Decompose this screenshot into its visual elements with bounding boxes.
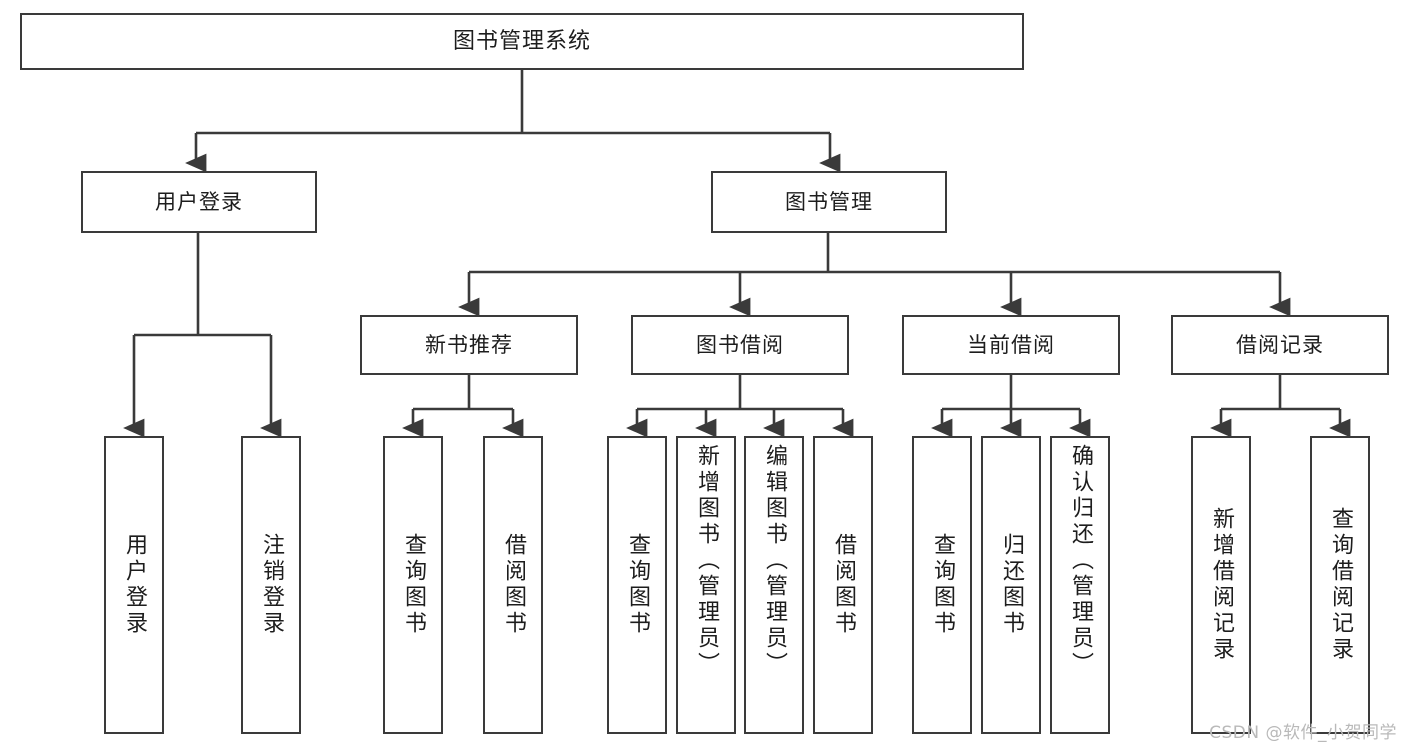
leaf-return-books[interactable]: 归还图书 — [981, 436, 1041, 734]
leaf-borrow-books[interactable]: 借阅图书 — [813, 436, 873, 734]
node-label: 新增借阅记录 — [1209, 507, 1234, 663]
node-label: 查询图书 — [625, 533, 650, 637]
node-root-book-management-system[interactable]: 图书管理系统 — [20, 13, 1024, 70]
node-label: 图书管理 — [785, 189, 873, 214]
node-label: 借阅图书 — [501, 533, 526, 637]
leaf-confirm-return-admin[interactable]: 确认归还（管理员） — [1050, 436, 1110, 734]
node-label: 借阅图书 — [831, 533, 856, 637]
leaf-add-book-admin[interactable]: 新增图书（管理员） — [676, 436, 736, 734]
leaf-query-books-borrow[interactable]: 查询图书 — [607, 436, 667, 734]
leaf-query-borrow-record[interactable]: 查询借阅记录 — [1310, 436, 1370, 734]
leaf-borrow-books-new[interactable]: 借阅图书 — [483, 436, 543, 734]
node-label: 新书推荐 — [425, 332, 513, 357]
leaf-user-login[interactable]: 用户登录 — [104, 436, 164, 734]
node-label: 查询图书 — [930, 533, 955, 637]
node-label: 查询借阅记录 — [1328, 507, 1353, 663]
node-book-management[interactable]: 图书管理 — [711, 171, 947, 233]
node-borrow-records[interactable]: 借阅记录 — [1171, 315, 1389, 375]
leaf-logout[interactable]: 注销登录 — [241, 436, 301, 734]
node-label: 用户登录 — [122, 533, 147, 637]
node-label: 查询图书 — [401, 533, 426, 637]
node-label: 图书管理系统 — [452, 28, 591, 54]
csdn-watermark: CSDN @软件_小贺同学 — [1209, 723, 1397, 743]
node-book-borrowing[interactable]: 图书借阅 — [631, 315, 849, 375]
node-label: 新增图书（管理员） — [694, 444, 719, 678]
node-label: 借阅记录 — [1236, 332, 1324, 357]
node-label: 注销登录 — [259, 533, 284, 637]
node-label: 当前借阅 — [967, 332, 1055, 357]
leaf-query-books-new[interactable]: 查询图书 — [383, 436, 443, 734]
node-label: 编辑图书（管理员） — [762, 444, 787, 678]
leaf-edit-book-admin[interactable]: 编辑图书（管理员） — [744, 436, 804, 734]
node-label: 确认归还（管理员） — [1068, 444, 1093, 678]
node-label: 图书借阅 — [696, 332, 784, 357]
node-label: 用户登录 — [155, 189, 243, 214]
node-current-borrowing[interactable]: 当前借阅 — [902, 315, 1120, 375]
node-label: 归还图书 — [999, 533, 1024, 637]
node-new-book-recommendation[interactable]: 新书推荐 — [360, 315, 578, 375]
leaf-query-books-current[interactable]: 查询图书 — [912, 436, 972, 734]
node-user-login[interactable]: 用户登录 — [81, 171, 317, 233]
leaf-add-borrow-record[interactable]: 新增借阅记录 — [1191, 436, 1251, 734]
